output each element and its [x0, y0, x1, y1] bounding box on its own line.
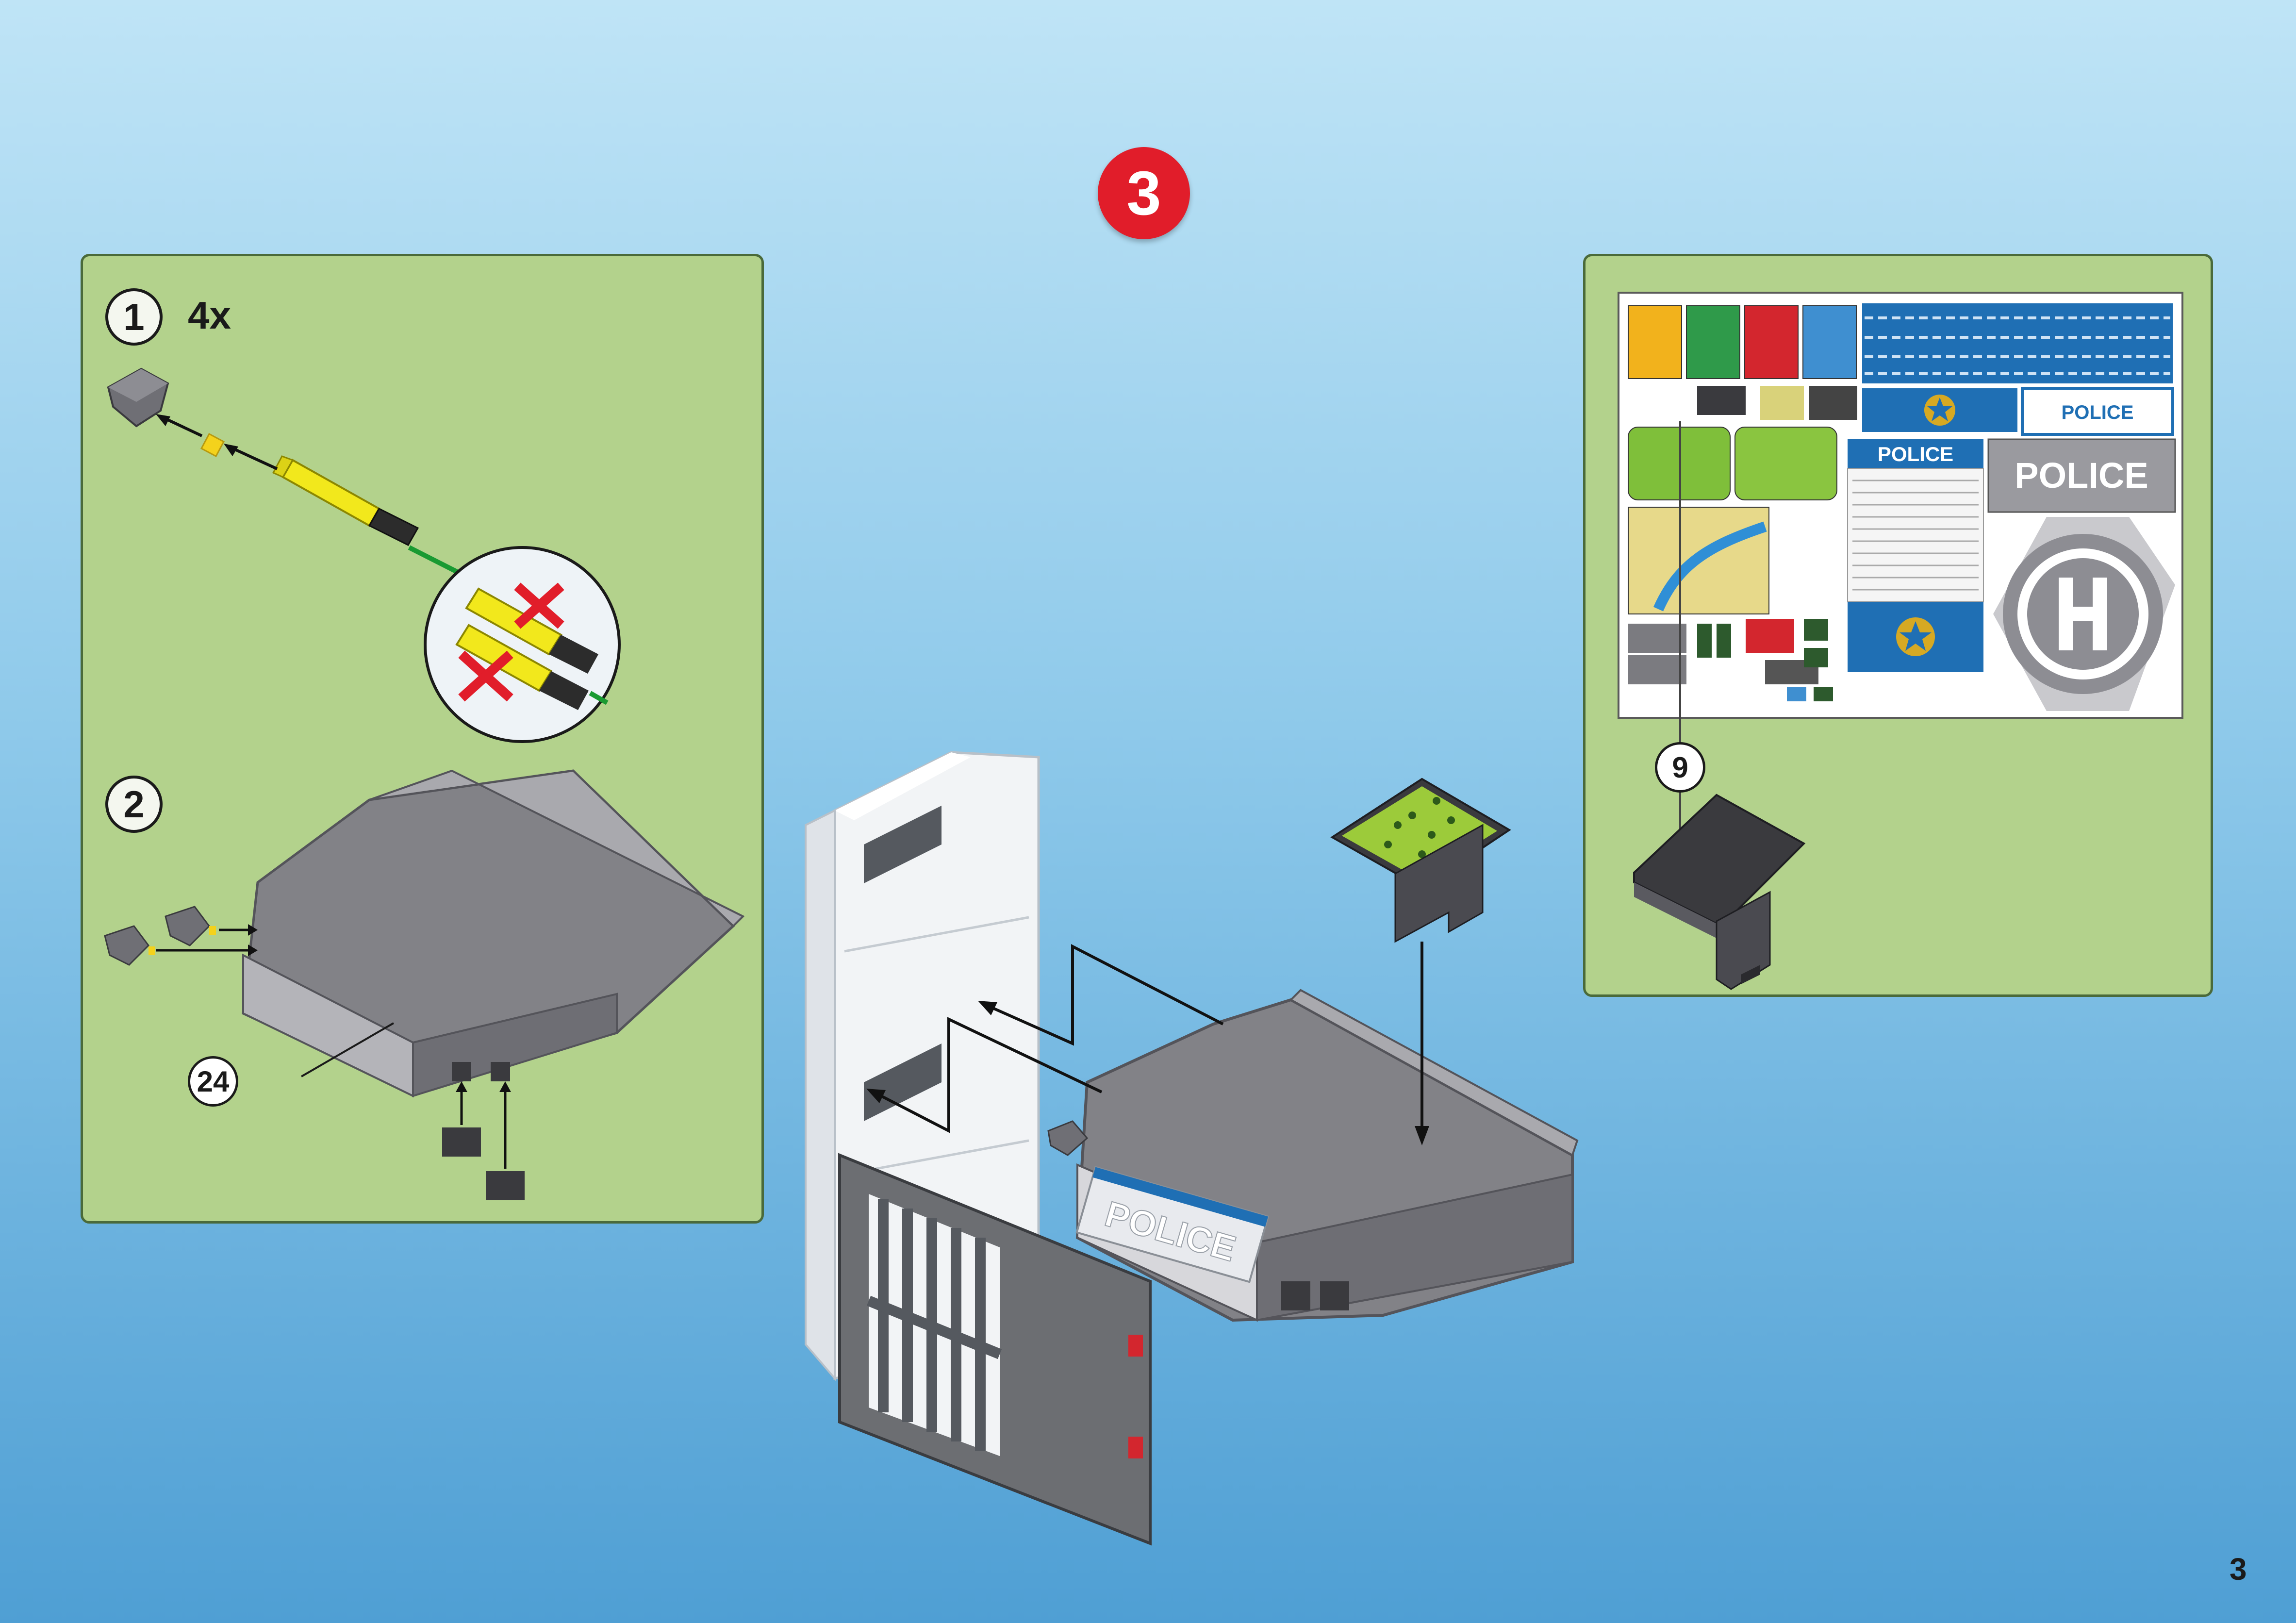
page-number: 3 — [2230, 1551, 2247, 1587]
floor-platform — [1077, 990, 1577, 1320]
table-part — [1332, 779, 1509, 942]
